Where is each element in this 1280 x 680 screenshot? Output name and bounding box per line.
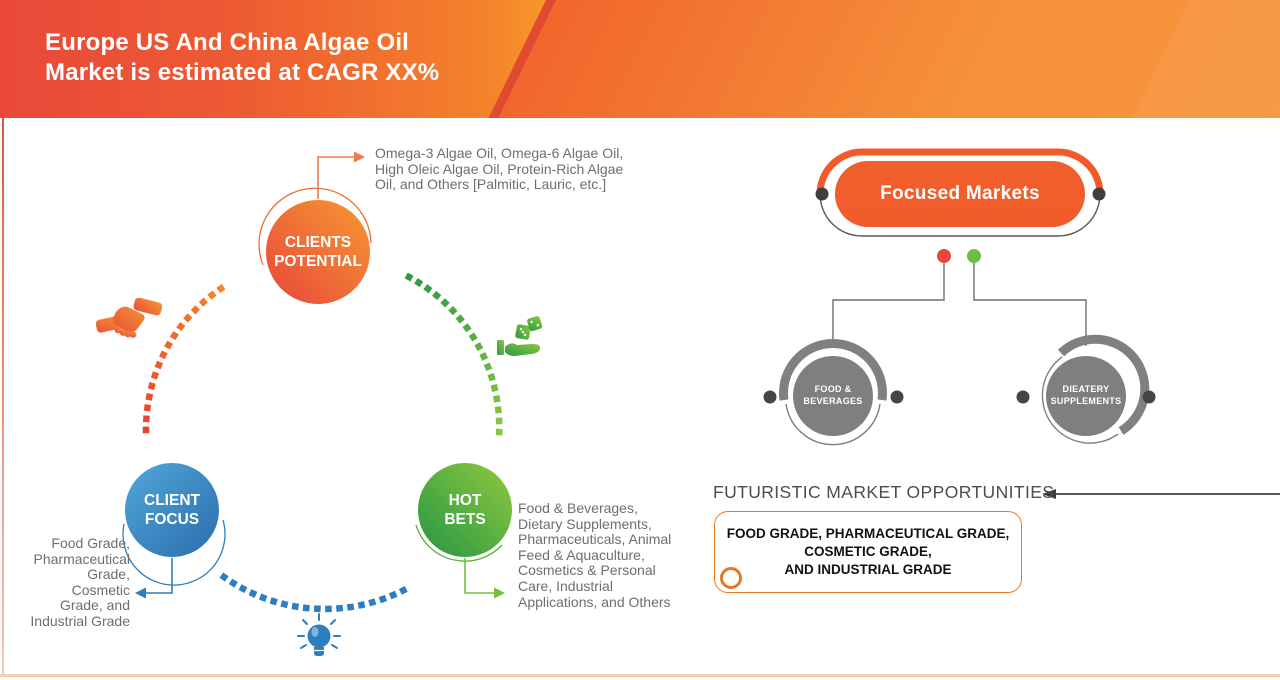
connector-client-focus	[146, 558, 173, 594]
capsule-arc-top	[816, 148, 1104, 198]
accent-arc-orange	[258, 187, 372, 266]
branch-dot-green	[967, 249, 981, 263]
node-dot	[1142, 390, 1156, 404]
capsule-arc-bottom	[819, 193, 1101, 237]
circle-hot-bets-label: HOT BETS	[444, 491, 486, 528]
tree-line-right	[973, 263, 1087, 346]
accent-arc-blue	[122, 519, 226, 586]
connector-clients-potential	[317, 156, 354, 199]
frame-bottom-border	[0, 674, 1280, 677]
opportunities-donut-marker	[720, 567, 742, 589]
node-dietary-supplements-thin-arc	[1041, 356, 1119, 444]
node-food-beverages-thick-arc	[779, 339, 887, 401]
clients-potential-description: Omega-3 Algae Oil, Omega-6 Algae Oil, Hi…	[375, 145, 624, 193]
node-dot	[763, 390, 777, 404]
hot-bets-description: Food & Beverages, Dietary Supplements, P…	[518, 500, 672, 610]
circle-client-focus-label: CLIENT FOCUS	[144, 491, 200, 528]
dotted-arc-orange	[142, 279, 233, 434]
client-focus-description: Food Grade, Pharmaceutical Grade, Cosmet…	[30, 535, 130, 629]
opportunities-arrowhead	[1042, 489, 1056, 499]
node-dot	[890, 390, 904, 404]
node-food-beverages-circle	[793, 356, 873, 436]
opportunities-heading: FUTURISTIC MARKET OPPORTUNITIES	[713, 482, 1055, 502]
handshake-icon	[96, 298, 162, 338]
node-dietary-supplements-circle	[1046, 356, 1126, 436]
opportunities-box: FOOD GRADE, PHARMACEUTICAL GRADE, COSMET…	[714, 511, 1022, 593]
circle-hot-bets: HOT BETS	[418, 463, 512, 557]
connector-hot-bets	[464, 558, 494, 594]
accent-arc-green	[415, 524, 503, 562]
node-dietary-supplements-thick-arc	[1057, 334, 1150, 435]
node-dot	[1016, 390, 1030, 404]
focused-markets-title: Focused Markets	[880, 183, 1040, 204]
circle-clients-potential-label: CLIENTS POTENTIAL	[274, 233, 362, 270]
capsule-dot-left	[815, 187, 829, 201]
node-food-beverages-thin-arc	[785, 403, 881, 446]
lightbulb-icon	[297, 613, 341, 656]
node-dietary-supplements-label: DIEATERY SUPPLEMENTS	[1050, 384, 1122, 407]
dotted-arc-blue	[219, 572, 409, 613]
circle-client-focus: CLIENT FOCUS	[125, 463, 219, 557]
tree-line-left	[832, 263, 945, 346]
hand-dice-icon	[497, 316, 543, 356]
capsule-dot-right	[1092, 187, 1106, 201]
header-banner: Europe US And China Algae Oil Market is …	[0, 0, 1280, 118]
circle-clients-potential: CLIENTS POTENTIAL	[266, 200, 370, 304]
focused-markets-pill: Focused Markets	[835, 161, 1085, 227]
arrowhead-client-focus	[135, 587, 146, 599]
node-food-beverages-label: FOOD & BEVERAGES	[803, 384, 863, 407]
branch-dot-red	[937, 249, 951, 263]
frame-left-border	[2, 118, 4, 676]
dotted-arc-green	[404, 272, 503, 441]
page-title: Europe US And China Algae Oil Market is …	[45, 29, 440, 86]
arrowhead-hot-bets	[494, 587, 505, 599]
opportunities-box-text: FOOD GRADE, PHARMACEUTICAL GRADE, COSMET…	[726, 526, 1010, 577]
arrowhead-clients-potential	[354, 151, 365, 163]
